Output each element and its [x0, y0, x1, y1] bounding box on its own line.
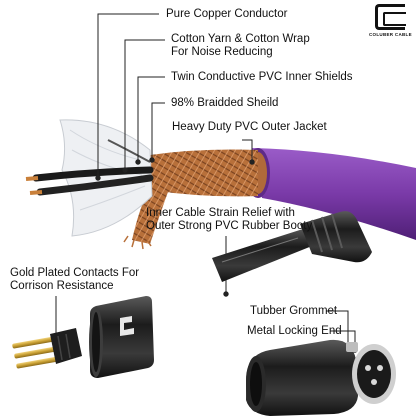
callout-grommet-line-1: Tubber Grommet — [250, 305, 338, 317]
callout-cotton-wrap-line-2: For Noise Reducing — [171, 46, 273, 58]
callout-gold-contacts: Gold Plated Contacts For Corrison Resist… — [10, 267, 139, 293]
callout-cotton-wrap: Cotton Yarn & Cotton Wrap For Noise Redu… — [171, 33, 310, 59]
brand-c-icon — [375, 4, 406, 30]
strain-relief-shape — [212, 211, 372, 282]
callout-conductor-line-1: Pure Copper Conductor — [166, 8, 288, 20]
callout-inner-shields: Twin Conductive PVC Inner Shields — [171, 71, 353, 84]
gold-contacts-shape — [12, 328, 82, 369]
callout-gold-contacts-line-2: Corrison Resistance — [10, 280, 114, 292]
callout-braided-shield-line-1: 98% Braidded Sheild — [171, 97, 279, 109]
braided-shield-shape — [123, 149, 258, 250]
callout-strain-relief-line-2: Outer Strong PVC Rubber Booty — [146, 220, 313, 232]
callout-locking-end-line-1: Metal Locking End — [247, 325, 342, 337]
callout-strain-relief: Inner Cable Strain Relief with Outer Str… — [146, 207, 312, 233]
brand-name: COLUBER CABLE — [369, 32, 412, 37]
connector-shell-shape — [89, 296, 154, 378]
xlr-female-shape — [246, 339, 396, 416]
callout-outer-jacket-line-1: Heavy Duty PVC Outer Jacket — [172, 121, 327, 133]
callout-strain-relief-line-1: Inner Cable Strain Relief with — [146, 207, 295, 219]
brand-logo: COLUBER CABLE — [369, 4, 412, 37]
cotton-wrap-shape — [59, 119, 153, 237]
callout-inner-shields-line-1: Twin Conductive PVC Inner Shields — [171, 71, 353, 83]
callout-locking-end: Metal Locking End — [247, 325, 342, 338]
callout-outer-jacket: Heavy Duty PVC Outer Jacket — [172, 121, 327, 134]
inner-conductors-shape — [25, 139, 154, 196]
callout-gold-contacts-line-1: Gold Plated Contacts For — [10, 267, 140, 279]
callout-conductor: Pure Copper Conductor — [166, 8, 287, 21]
callout-grommet: Tubber Grommet — [250, 305, 337, 318]
callout-cotton-wrap-line-1: Cotton Yarn & Cotton Wrap — [171, 33, 310, 45]
callout-braided-shield: 98% Braidded Sheild — [171, 97, 278, 110]
